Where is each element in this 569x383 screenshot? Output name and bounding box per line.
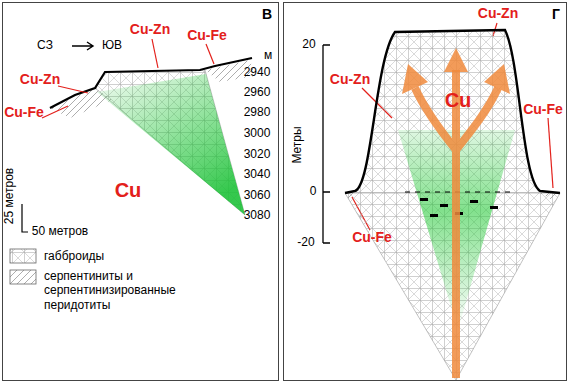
axis-value: 20	[302, 38, 315, 51]
zone-label: Cu	[445, 89, 472, 111]
panel-box: Г	[283, 2, 567, 381]
axis-value: -20	[297, 236, 314, 249]
depth-value: 3040	[244, 168, 271, 181]
zone-label: Cu-Zn	[130, 22, 170, 37]
panel-letter: В	[262, 6, 272, 22]
zone-label: Cu-Fe	[352, 230, 392, 245]
zone-label: Cu-Zn	[20, 72, 60, 87]
depth-value: 2960	[244, 86, 271, 99]
direction: ЮВ	[102, 39, 122, 52]
gabbro-body	[95, 70, 245, 215]
depth-value: 3080	[244, 209, 271, 222]
zone-label: Cu-Zn	[478, 6, 518, 21]
zone-label: Cu-Fe	[523, 102, 563, 117]
scale-text: 50 метров	[32, 225, 88, 238]
zone-label: Cu-Zn	[330, 72, 370, 87]
zone-label: Cu-Fe	[187, 28, 227, 43]
unit: м	[264, 49, 272, 62]
surface-line	[50, 58, 252, 108]
legend-text: серпентиниты и серпентинизированные пери…	[44, 269, 214, 312]
depth-value: 2980	[244, 106, 271, 119]
axis-value: 0	[310, 185, 317, 198]
depth-value: 3000	[244, 127, 271, 140]
legend-swatch	[10, 249, 36, 263]
legend-text: габброиды	[44, 249, 214, 263]
panel-letter: Г	[552, 6, 560, 22]
fluid-arrow	[402, 48, 510, 378]
zone-label: Cu-Fe	[4, 105, 44, 120]
depth-value: 3060	[244, 189, 271, 202]
direction-arrow	[72, 42, 93, 50]
zone-label: Cu	[115, 179, 142, 201]
axis-title: Метры	[291, 126, 304, 163]
depth-value: 2940	[244, 66, 271, 79]
copper-zone	[97, 74, 245, 215]
scale-bar	[22, 204, 28, 232]
direction: СЗ	[37, 39, 53, 52]
legend-swatch	[10, 270, 36, 284]
scale-axis	[323, 45, 330, 243]
scale-text: 25 метров	[3, 168, 16, 224]
depth-value: 3020	[244, 148, 271, 161]
